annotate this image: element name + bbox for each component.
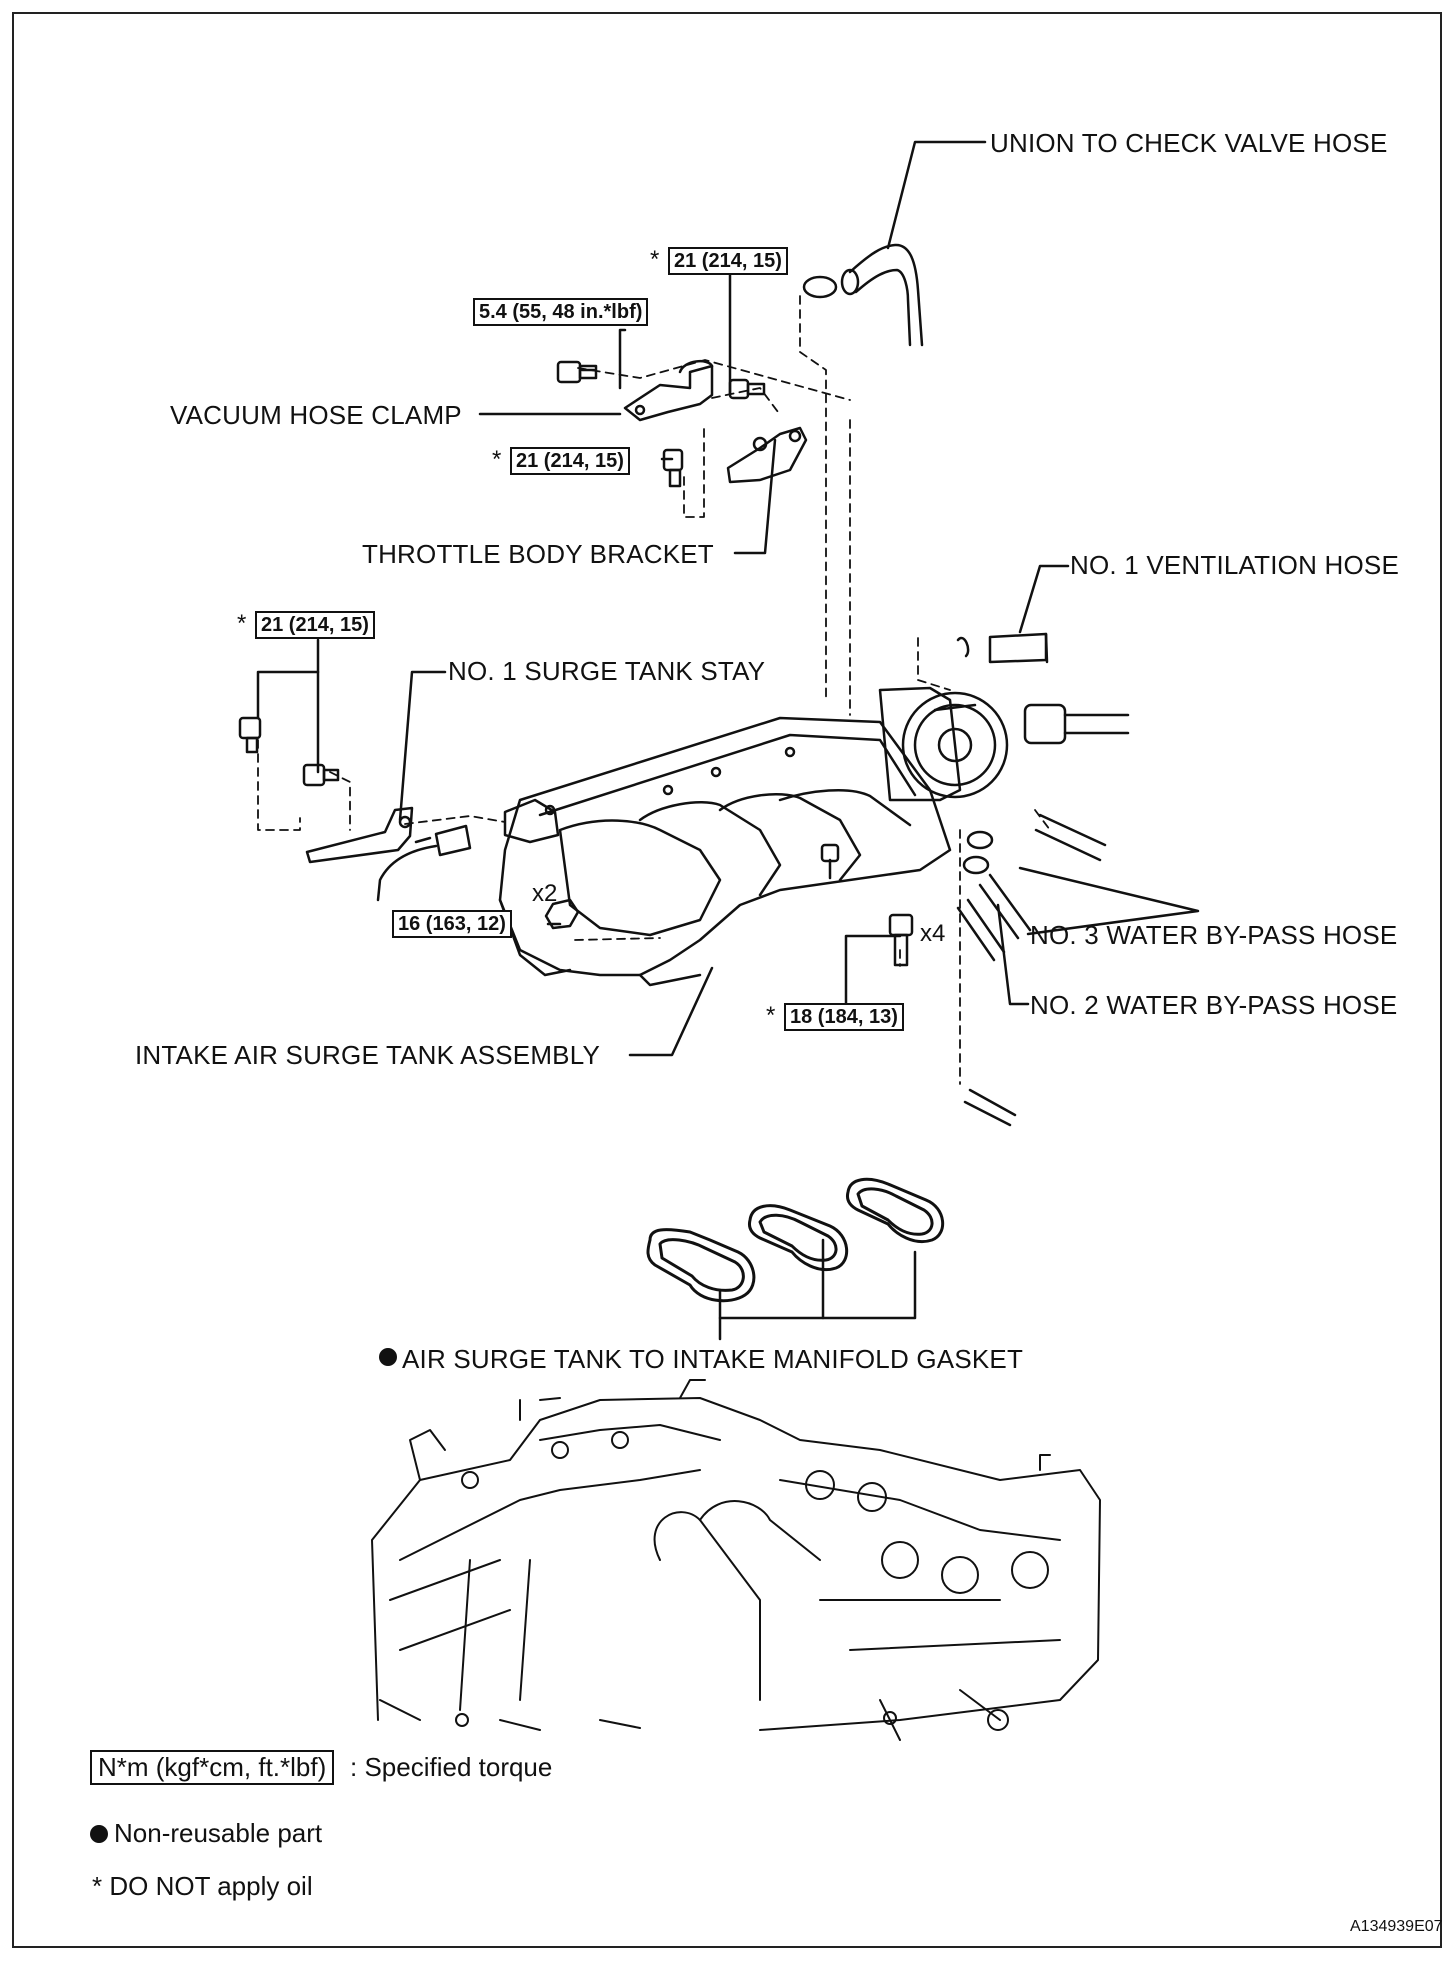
label-intake-air-surge-tank-assembly: INTAKE AIR SURGE TANK ASSEMBLY xyxy=(135,1040,600,1070)
throttle-body-bracket-part xyxy=(726,426,808,484)
diagram-frame xyxy=(12,12,1442,1948)
torque-clamp-bolt: 5.4 (55, 48 in.*lbf) xyxy=(473,298,649,326)
non-reusable-dot-icon xyxy=(379,1348,397,1366)
label-no3-water-bypass-hose: NO. 3 WATER BY-PASS HOSE xyxy=(1030,920,1398,950)
no-oil-star: * xyxy=(237,610,247,637)
label-no1-surge-tank-stay: NO. 1 SURGE TANK STAY xyxy=(448,656,766,686)
intake-manifold-gaskets xyxy=(646,1177,945,1303)
intake-surge-tank-body xyxy=(376,716,952,987)
manifold-bolt-part xyxy=(888,913,914,967)
legend-non-reusable-text: Non-reusable part xyxy=(114,1818,323,1848)
no-oil-star: * xyxy=(492,446,502,473)
torque-manifold-bolt: 18 (184, 13) xyxy=(784,1003,904,1031)
no-oil-star: * xyxy=(650,246,660,273)
surge-tank-stay-part xyxy=(238,716,414,864)
torque-nut: 16 (163, 12) xyxy=(392,910,512,938)
leader-lines xyxy=(256,140,1200,1341)
no-oil-star: * xyxy=(766,1002,776,1029)
ventilation-hose-part xyxy=(956,632,1049,664)
label-no2-water-bypass-hose: NO. 2 WATER BY-PASS HOSE xyxy=(1030,990,1398,1020)
dashed-alignment-lines xyxy=(257,295,1051,1085)
torque-top-right: 21 (214, 15) xyxy=(668,247,788,275)
label-no1-ventilation-hose: NO. 1 VENTILATION HOSE xyxy=(1070,550,1399,580)
quantity-x4: x4 xyxy=(920,920,946,947)
engine-block-sketch xyxy=(371,1379,1101,1741)
label-gasket: AIR SURGE TANK TO INTAKE MANIFOLD GASKET xyxy=(402,1344,1024,1374)
figure-id: A134939E07 xyxy=(1350,1918,1443,1935)
union-to-check-valve-hose xyxy=(802,243,924,347)
legend-non-reusable: Non-reusable part xyxy=(90,1820,322,1846)
vacuum-hose-clamp-part xyxy=(623,359,714,422)
bolt-bracket xyxy=(662,448,684,488)
label-throttle-body-bracket: THROTTLE BODY BRACKET xyxy=(362,539,714,569)
legend-torque-desc: : Specified torque xyxy=(350,1752,553,1782)
bolt-clamp xyxy=(556,360,598,384)
throttle-body-part xyxy=(878,686,1130,802)
torque-bracket-bolt: 21 (214, 15) xyxy=(510,447,630,475)
legend-no-oil: * DO NOT apply oil xyxy=(92,1871,313,1901)
nut-part xyxy=(544,898,580,930)
label-union-to-check-valve-hose: UNION TO CHECK VALVE HOSE xyxy=(990,128,1388,158)
torque-stay-bolt: 21 (214, 15) xyxy=(255,611,375,639)
water-bypass-hoses xyxy=(956,813,1107,1127)
non-reusable-dot-icon xyxy=(90,1825,108,1843)
bolt-top-right xyxy=(728,378,766,400)
label-vacuum-hose-clamp: VACUUM HOSE CLAMP xyxy=(170,400,462,430)
quantity-x2: x2 xyxy=(532,880,558,907)
legend-torque-unit: N*m (kgf*cm, ft.*lbf) xyxy=(90,1750,335,1786)
